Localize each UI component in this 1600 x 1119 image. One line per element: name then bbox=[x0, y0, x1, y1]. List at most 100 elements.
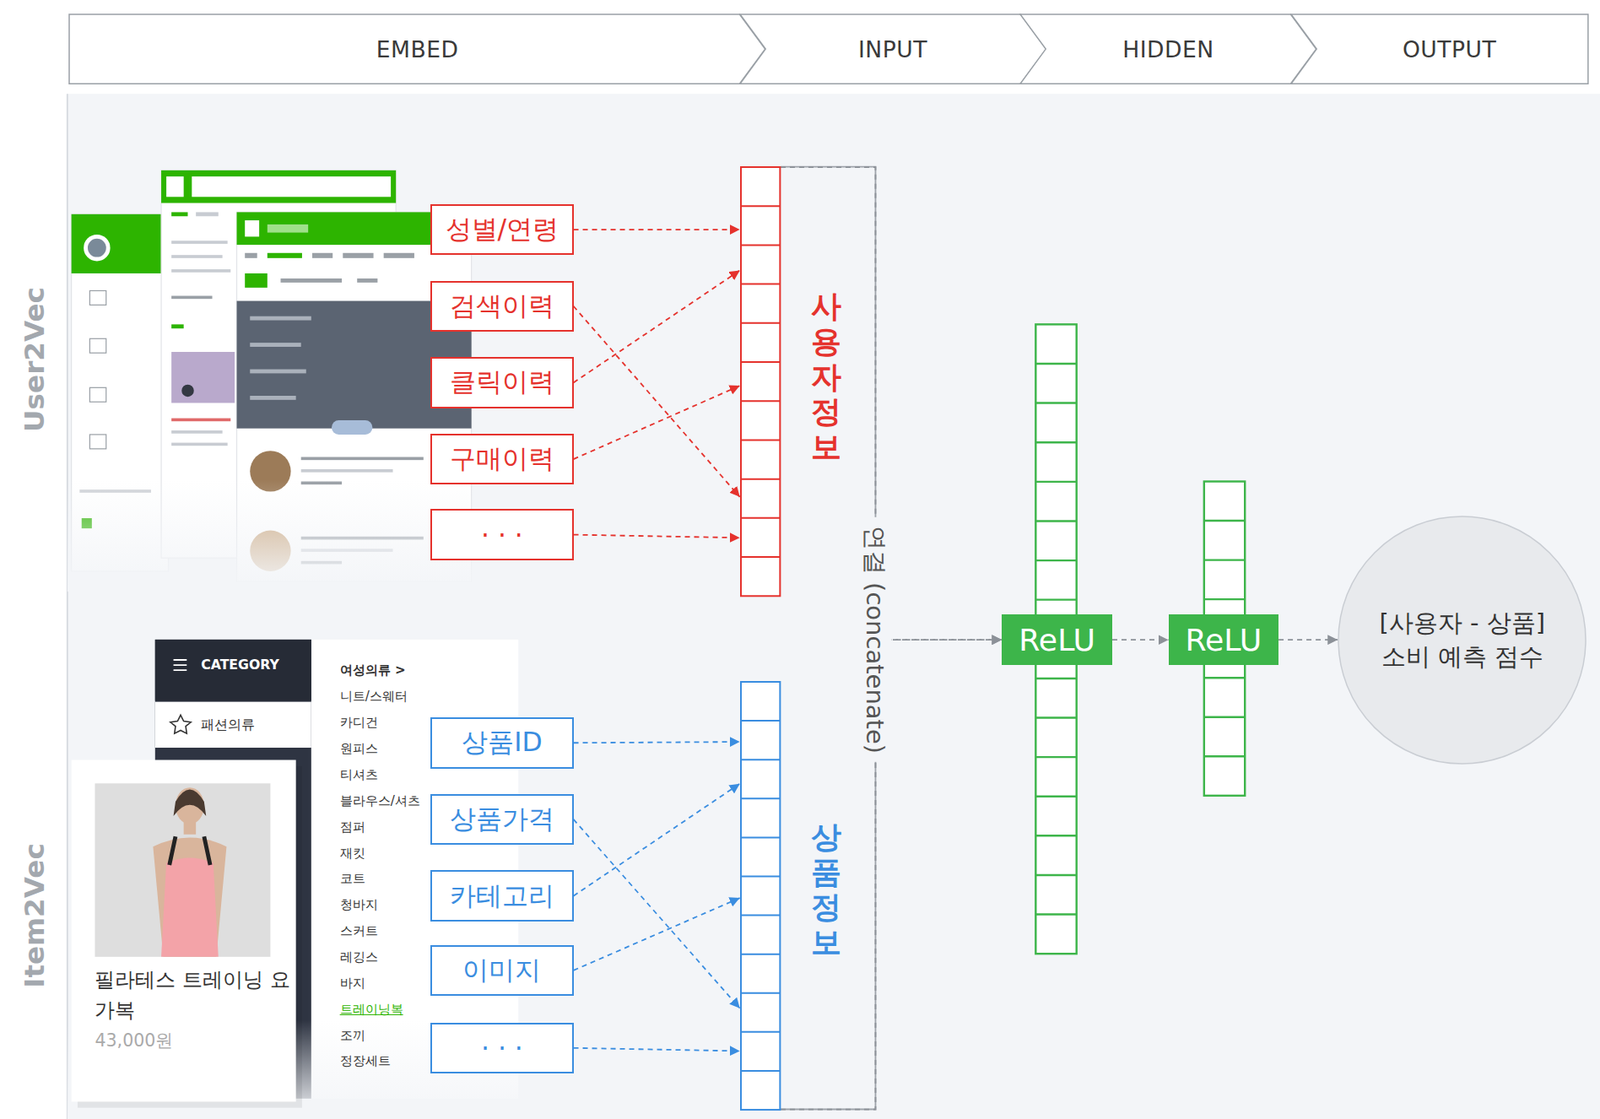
user-screens bbox=[67, 170, 487, 592]
model-body bbox=[152, 837, 227, 957]
item-feature-box: 상품ID bbox=[430, 717, 573, 768]
tab-mark bbox=[171, 211, 188, 217]
band-outline bbox=[69, 14, 766, 84]
vector-cell-lines bbox=[740, 205, 780, 557]
category-item: 정장세트 bbox=[340, 1053, 391, 1069]
text-line bbox=[171, 269, 231, 273]
search-header bbox=[161, 170, 396, 204]
user-feature-box: 성별/연령 bbox=[430, 204, 573, 255]
pill bbox=[331, 420, 373, 435]
nav-mark bbox=[244, 253, 258, 259]
phone-header bbox=[71, 214, 169, 274]
stage-band: INPUT bbox=[740, 14, 1047, 84]
relu-layer: ReLU bbox=[1168, 614, 1280, 665]
panel-line bbox=[249, 395, 296, 400]
band-label: OUTPUT bbox=[1402, 36, 1497, 63]
category-item: 조끼 bbox=[340, 1027, 366, 1044]
band-shape bbox=[69, 14, 766, 84]
star-icon bbox=[170, 714, 191, 734]
item-feature-box: 카테고리 bbox=[430, 870, 573, 921]
vector-cells bbox=[1204, 520, 1245, 757]
tab-mark bbox=[356, 278, 378, 283]
dashed-arrow bbox=[780, 639, 1002, 1109]
user-feature-box: 구매이력 bbox=[430, 433, 573, 485]
band-shape bbox=[740, 14, 1047, 84]
user-vector: 사용자정보 bbox=[740, 166, 781, 597]
item-feature-box: 상품가격 bbox=[430, 794, 573, 845]
vector-cells bbox=[740, 166, 781, 597]
body-ground bbox=[67, 93, 1600, 1119]
product-card bbox=[71, 760, 297, 1103]
selected-row bbox=[155, 702, 312, 748]
tab-mark bbox=[171, 324, 184, 329]
header-text-mark bbox=[267, 224, 309, 233]
text-line bbox=[301, 469, 394, 473]
model-hair bbox=[173, 789, 207, 817]
menu-icon bbox=[89, 434, 106, 449]
product-price: 43,000원 bbox=[94, 1030, 173, 1052]
menu-icon bbox=[89, 387, 106, 402]
vector-cell-lines bbox=[740, 720, 780, 1071]
menu-icon bbox=[89, 290, 106, 305]
category-item: 카디건 bbox=[340, 714, 379, 730]
category-item: 레깅스 bbox=[340, 949, 379, 965]
vector-cells bbox=[740, 681, 781, 1111]
hidden-vector bbox=[1204, 481, 1245, 796]
dashed-arrow bbox=[573, 385, 741, 460]
category-item: 재킷 bbox=[340, 844, 366, 860]
band-label: INPUT bbox=[858, 36, 928, 63]
node-label: 이미지 bbox=[462, 952, 541, 989]
dashed-arrow bbox=[573, 819, 741, 1009]
logo-mark bbox=[166, 176, 184, 197]
menu-header: CATEGORY bbox=[200, 657, 280, 674]
text-line bbox=[171, 254, 222, 259]
fade bbox=[67, 479, 487, 592]
category-item: 스커트 bbox=[340, 923, 379, 939]
avatar bbox=[87, 238, 107, 258]
category-item: 원피스 bbox=[340, 740, 379, 757]
category-item: 코트 bbox=[340, 870, 366, 887]
nav-mark bbox=[342, 253, 373, 259]
nav-mark bbox=[383, 253, 415, 259]
dashed-arrow bbox=[573, 535, 741, 539]
dashed-arrow bbox=[1112, 638, 1169, 641]
tab-mark bbox=[195, 211, 219, 217]
text-line bbox=[171, 430, 222, 434]
band-outline bbox=[1020, 14, 1317, 84]
tank-top bbox=[161, 858, 219, 957]
category-item: 니트/스웨터 bbox=[340, 688, 408, 704]
tab-mark bbox=[244, 273, 268, 288]
dashed-arrow bbox=[573, 783, 741, 897]
circle-shape bbox=[1338, 516, 1586, 764]
dashed-arrow bbox=[573, 270, 741, 383]
menu-icon bbox=[89, 338, 106, 353]
band-outline bbox=[1291, 14, 1589, 84]
user-feature-box: 검색이력 bbox=[430, 281, 573, 332]
node-label: · · · bbox=[481, 519, 524, 551]
nav-mark bbox=[267, 253, 303, 259]
text-line bbox=[171, 443, 228, 447]
node-label: 상품ID bbox=[461, 724, 542, 761]
dashed-arrow bbox=[573, 741, 741, 743]
side-label: Item2Vec bbox=[19, 843, 53, 989]
search-field bbox=[191, 176, 391, 197]
vector-frame bbox=[740, 681, 780, 1110]
text-line bbox=[301, 457, 424, 461]
category-item: 점퍼 bbox=[340, 819, 366, 835]
bracket-label: 연결 (concatenate) bbox=[859, 517, 892, 763]
text-line bbox=[171, 418, 231, 422]
node-label: [사용자 - 상품] 소비 예측 점수 bbox=[1369, 605, 1556, 675]
panel-line bbox=[249, 342, 301, 347]
tab-mark bbox=[281, 278, 343, 283]
panel-line bbox=[249, 369, 307, 374]
category-item: 트레이닝복 bbox=[340, 1001, 404, 1017]
node-label: 클릭이력 bbox=[449, 364, 555, 400]
score-output: [사용자 - 상품] 소비 예측 점수 bbox=[1337, 515, 1587, 765]
user-feature-box: 클릭이력 bbox=[430, 356, 573, 408]
nav-mark bbox=[312, 253, 333, 259]
